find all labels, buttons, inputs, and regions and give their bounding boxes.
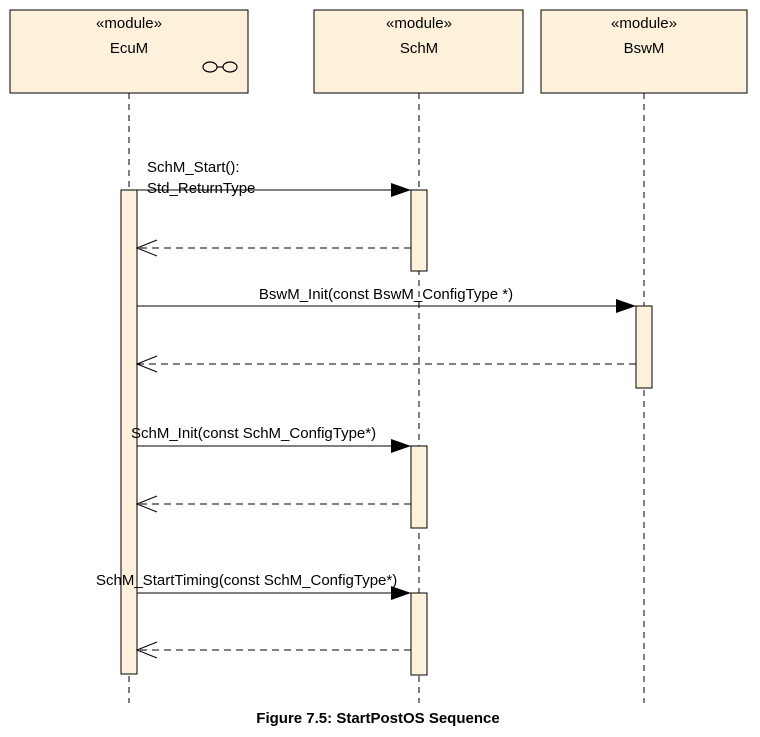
schm-name: SchM bbox=[400, 40, 438, 57]
message-schm-start: SchM_Start(): Std_ReturnType bbox=[137, 159, 411, 197]
schm-stereotype: «module» bbox=[386, 15, 452, 32]
message-schm-start-timing-label: SchM_StartTiming(const SchM_ConfigType*) bbox=[96, 572, 397, 589]
ecum-activation bbox=[120, 189, 138, 675]
ecum-name: EcuM bbox=[110, 40, 148, 57]
message-schm-init-label: SchM_Init(const SchM_ConfigType*) bbox=[131, 425, 376, 442]
return-bswm-init bbox=[135, 355, 636, 373]
return-schm-start bbox=[135, 239, 411, 257]
figure-caption: Figure 7.5: StartPostOS Sequence bbox=[256, 710, 499, 727]
schm-activation-starttiming bbox=[410, 592, 428, 676]
lifeline-schm-header: «module» SchM bbox=[313, 9, 524, 94]
return-schm-start-timing bbox=[135, 641, 411, 659]
lifeline-bswm-header: «module» BswM bbox=[540, 9, 748, 94]
ecum-stereotype: «module» bbox=[96, 15, 162, 32]
message-bswm-init: BswM_Init(const BswM_ConfigType *) bbox=[137, 286, 636, 313]
message-schm-start-timing: SchM_StartTiming(const SchM_ConfigType*) bbox=[96, 572, 411, 600]
bswm-activation-init bbox=[635, 305, 653, 389]
message-schm-start-label-line1: SchM_Start(): bbox=[147, 159, 240, 176]
return-schm-init bbox=[135, 495, 411, 513]
lifeline-ecum-header: «module» EcuM bbox=[9, 9, 249, 94]
schm-activation-start bbox=[410, 189, 428, 272]
bswm-name: BswM bbox=[624, 40, 665, 57]
message-schm-init: SchM_Init(const SchM_ConfigType*) bbox=[131, 425, 411, 453]
message-schm-start-label-line2: Std_ReturnType bbox=[147, 180, 255, 197]
schm-activation-init bbox=[410, 445, 428, 529]
bswm-stereotype: «module» bbox=[611, 15, 677, 32]
message-bswm-init-label: BswM_Init(const BswM_ConfigType *) bbox=[259, 286, 513, 303]
subsystem-icon bbox=[202, 61, 238, 73]
